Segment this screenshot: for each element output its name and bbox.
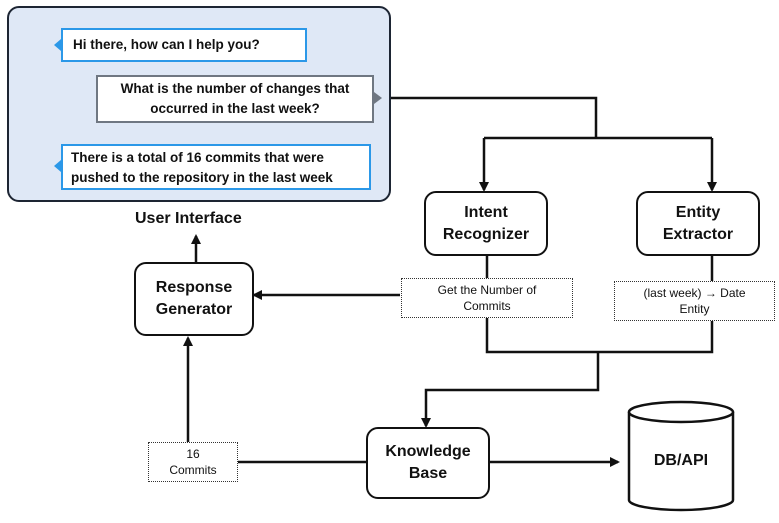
- bot-answer-text: There is a total of 16 commits that were…: [71, 150, 333, 185]
- response-generator-node: Response Generator: [134, 262, 254, 336]
- user-interface-label: User Interface: [135, 210, 242, 227]
- user-question-tail: [374, 92, 382, 104]
- user-question-bubble: What is the number of changes that occur…: [96, 75, 374, 123]
- bot-greeting-text: Hi there, how can I help you?: [73, 37, 260, 52]
- entity-output-label: (last week) → Date Entity: [614, 281, 775, 321]
- bot-greeting-tail: [54, 39, 61, 51]
- chat-to-nlu-line: [382, 96, 598, 138]
- intent-output-label: Get the Number of Commits: [401, 278, 573, 318]
- db-api-label: DB/API: [653, 452, 709, 469]
- bot-answer-tail: [54, 160, 61, 172]
- entity-extractor-node: Entity Extractor: [636, 191, 760, 256]
- bot-greeting-bubble: Hi there, how can I help you?: [61, 28, 307, 62]
- intent-recognizer-node: Intent Recognizer: [424, 191, 548, 256]
- db-cylinder: [627, 400, 735, 512]
- bot-answer-bubble: There is a total of 16 commits that were…: [61, 144, 371, 190]
- user-question-text: What is the number of changes that occur…: [120, 81, 350, 116]
- kb-output-label: 16 Commits: [148, 442, 238, 482]
- merge-line: [421, 352, 600, 428]
- knowledge-base-node: Knowledge Base: [366, 427, 490, 499]
